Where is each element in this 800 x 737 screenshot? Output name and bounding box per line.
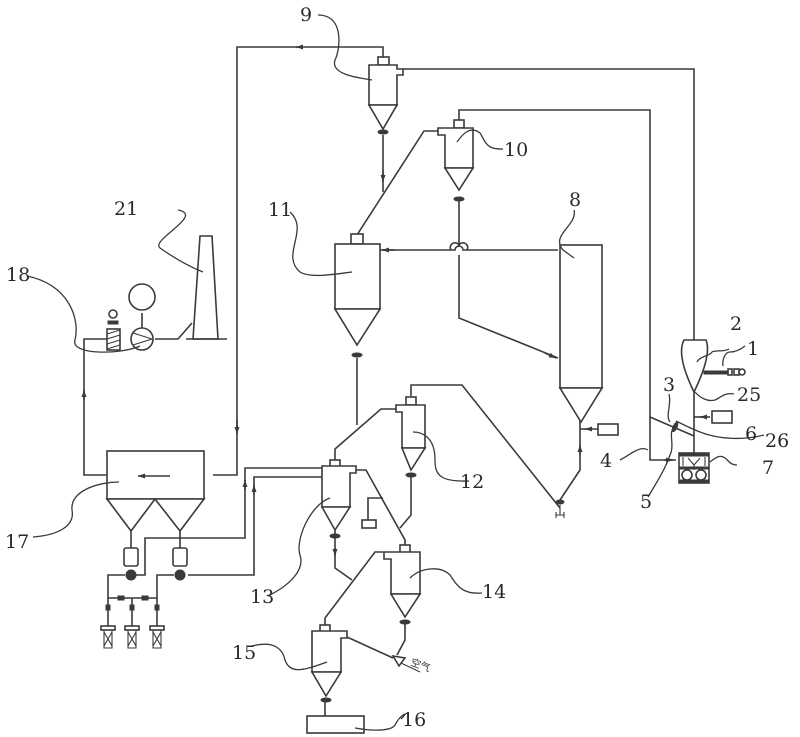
- pipe-13-to-17-b: [188, 476, 322, 576]
- pipe-8-bottom: [559, 420, 581, 501]
- cyclone-11: [333, 233, 382, 358]
- box-6: [711, 410, 733, 424]
- label-16: 16: [402, 709, 426, 731]
- label-4: 4: [600, 450, 612, 472]
- label-18: 18: [6, 264, 30, 286]
- air-inlet-nozzle: 空气: [391, 654, 432, 675]
- feed-chute-3: [649, 416, 695, 437]
- cyclone-12: [395, 396, 427, 478]
- label-14: 14: [482, 581, 506, 603]
- air-inlet-label: 空气: [409, 656, 432, 675]
- pipe-14-to-15: [324, 551, 383, 626]
- label-13: 13: [250, 586, 274, 608]
- leader-lines: [26, 14, 765, 731]
- pipe-14-to-air: [396, 620, 406, 656]
- pipe-13-to-15: [334, 530, 353, 581]
- label-11: 11: [268, 199, 292, 221]
- bottom-valve-v: [555, 499, 565, 518]
- label-9: 9: [300, 4, 312, 26]
- component-labels: 9 10 8 21 11 18 2 1 25 3 6 26 4 7 5 12 1…: [5, 4, 789, 731]
- classifier-2: [680, 339, 709, 394]
- label-26: 26: [765, 430, 789, 452]
- pipe-2-to-9: [403, 68, 695, 340]
- product-bin-16: [306, 715, 365, 734]
- feed-valve-5: [671, 421, 679, 433]
- pipe-fan-to-stack: [155, 322, 193, 340]
- pipe-13-to-17-a: [130, 467, 322, 576]
- separator-column-8: [558, 244, 619, 436]
- pipe-13-to-12: [334, 408, 396, 460]
- label-2: 2: [730, 313, 742, 335]
- pipelines: [81, 44, 710, 716]
- label-6: 6: [745, 423, 757, 445]
- pipe-12-to-14: [399, 475, 412, 529]
- label-21: 21: [114, 198, 138, 220]
- cyclone-15: [310, 624, 348, 703]
- screw-feeder-1: [703, 368, 746, 376]
- cyclone-9: [367, 56, 404, 135]
- mill-7: [678, 452, 710, 484]
- flow-arrow: [544, 352, 557, 359]
- induced-draft-fan-18: [106, 283, 156, 351]
- pipe-12-to-8: [410, 384, 561, 509]
- cyclone-10: [437, 119, 475, 202]
- discharge-units: [100, 625, 165, 649]
- label-17: 17: [5, 531, 29, 553]
- label-10: 10: [504, 139, 528, 161]
- label-1: 1: [747, 338, 759, 360]
- cyclone-14: [383, 544, 422, 625]
- pipe-branch-box: [367, 497, 383, 520]
- label-5: 5: [640, 491, 652, 513]
- label-25: 25: [737, 384, 761, 406]
- pipe-11-to-10: [356, 130, 438, 240]
- pipe-air-to-15: [346, 636, 394, 659]
- label-15: 15: [232, 642, 256, 664]
- label-7: 7: [762, 457, 774, 479]
- pipe-17-to-fan: [83, 338, 112, 476]
- sample-box: [361, 519, 377, 529]
- pipe-13-to-14: [356, 469, 406, 545]
- bag-dust-collector-17: [100, 450, 206, 649]
- label-12: 12: [460, 471, 484, 493]
- pipe-10-to-mill: [458, 109, 676, 461]
- cyclone-13: [320, 459, 357, 539]
- pipe-9-to-17: [213, 46, 384, 476]
- label-3: 3: [663, 374, 675, 396]
- pipe-10-to-8: [449, 200, 559, 359]
- pipe-8-to-11: [380, 245, 558, 251]
- label-8: 8: [569, 189, 581, 211]
